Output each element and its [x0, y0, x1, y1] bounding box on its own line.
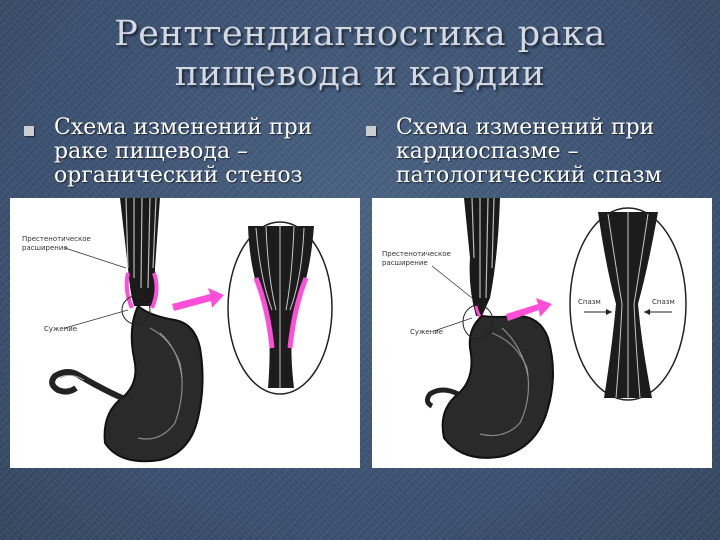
esophagus-image — [49, 198, 204, 463]
prestenotic-dilation-label-line-2: расширение — [22, 244, 68, 252]
square-bullet-icon — [24, 126, 34, 136]
right-bullet-line-1: Схема изменений при — [396, 115, 655, 140]
arrow-right-icon — [172, 288, 224, 311]
right-bullet-line-3: патологический спазм — [396, 163, 662, 188]
square-bullet-icon — [366, 126, 376, 136]
zoomed-stenosis-circle — [227, 221, 333, 395]
spasm-label-left: Спазм — [578, 298, 601, 306]
left-bullet-point: Схема изменений при раке пищевода – орга… — [18, 116, 353, 188]
prestenotic-dilation-label-line-1: Престенотическое — [382, 250, 451, 258]
stenosis-diagram: Престенотическое расширение Сужение — [22, 198, 333, 463]
cardiospasm-diagram-panel: Престенотическое расширение Сужение Спаз… — [372, 198, 712, 468]
left-bullet-line-3: органический стеноз — [54, 163, 303, 188]
stenosis-diagram-panel: Престенотическое расширение Сужение — [10, 198, 360, 468]
cardiospasm-diagram: Престенотическое расширение Сужение Спаз… — [382, 198, 687, 459]
narrowing-label: Сужение — [44, 325, 77, 333]
spasm-label-right: Спазм — [652, 298, 675, 306]
right-bullet-line-2: кардиоспазме – — [396, 139, 579, 164]
slide-title: Рентгендиагностика рака пищевода и карди… — [0, 14, 720, 94]
esophagus-image — [424, 198, 554, 459]
left-bullet-text: Схема изменений при раке пищевода – орга… — [54, 116, 353, 188]
slide-title-line-1: Рентгендиагностика рака — [114, 14, 606, 54]
right-bullet-text: Схема изменений при кардиоспазме – патол… — [396, 116, 710, 188]
prestenotic-dilation-label-line-2: расширение — [382, 259, 428, 267]
zoomed-spasm-circle: Спазм Спазм — [569, 207, 687, 401]
left-bullet-line-1: Схема изменений при — [54, 115, 313, 140]
right-bullet-point: Схема изменений при кардиоспазме – патол… — [360, 116, 710, 188]
narrowing-label: Сужение — [410, 328, 443, 336]
prestenotic-dilation-label-line-1: Престенотическое — [22, 235, 91, 243]
slide-title-line-2: пищевода и кардии — [174, 54, 546, 94]
left-bullet-line-2: раке пищевода – — [54, 139, 249, 164]
arrow-right-icon — [506, 298, 552, 321]
